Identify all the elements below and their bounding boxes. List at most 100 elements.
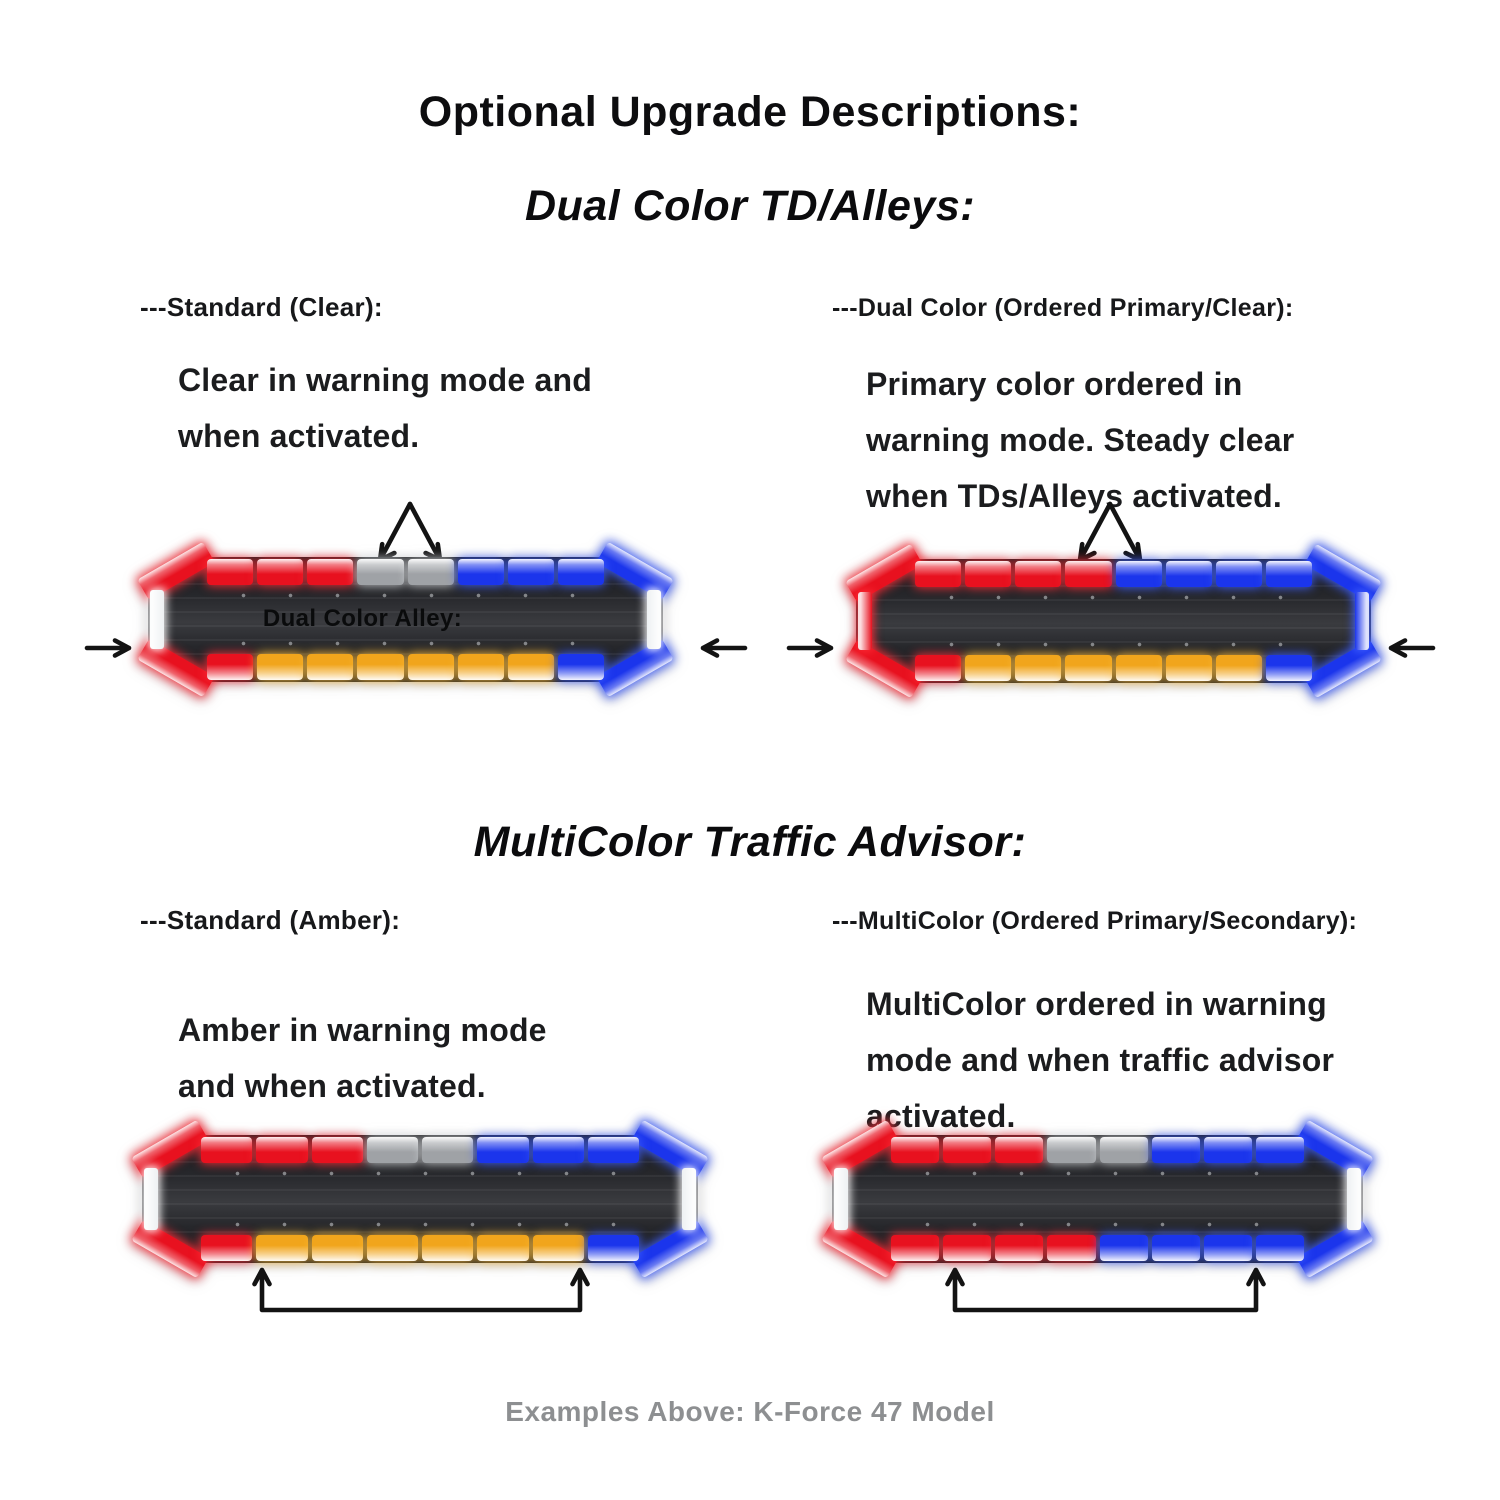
led-module-blue [1215,561,1262,587]
led-module-white [834,1168,848,1230]
led-module-blue [1151,1235,1200,1261]
section-heading-multicolor-traffic-advisor: MultiColor Traffic Advisor: [473,818,1027,866]
led-module-red [915,655,962,681]
led-module-amber [965,655,1012,681]
led-module-red [207,654,254,680]
led-module-red [943,1137,992,1163]
led-module-red [201,1137,253,1163]
led-module-blue [477,1137,529,1163]
led-module-red [965,561,1012,587]
led-module-blue [1203,1137,1252,1163]
led-module-blue [1151,1137,1200,1163]
led-module-white [144,1168,158,1230]
front-warning-leds [889,1137,1306,1163]
rear-traffic-advisor-leds [199,1235,641,1261]
led-module-amber [1015,655,1062,681]
led-module-blue [587,1137,639,1163]
left-arrow-right-bar [1386,628,1436,668]
housing-rivets [214,1171,626,1176]
led-module-blue [1265,561,1312,587]
led-module-blue [1165,561,1212,587]
led-module-blue [1099,1235,1148,1261]
led-module-blue [1355,592,1369,650]
housing-rivets [220,593,591,598]
led-module-blue [1115,561,1162,587]
housing-rivets [220,641,591,646]
led-module-white [1347,1168,1361,1230]
led-module-blue [587,1235,639,1261]
led-module-red [207,559,254,585]
description-multicolor-ordered: MultiColor ordered in warning mode and w… [866,986,1335,1134]
led-module-white [682,1168,696,1230]
led-module-red [307,559,354,585]
led-module-red [891,1235,940,1261]
left-arrow-left-bar [698,628,748,668]
led-module-amber [532,1235,584,1261]
led-module-clear [357,559,404,585]
page-title: Optional Upgrade Descriptions: [418,88,1082,136]
led-module-red [257,559,304,585]
led-module-clear [366,1137,418,1163]
led-module-amber [1065,655,1112,681]
led-module-red [1065,561,1112,587]
led-module-blue [1265,655,1312,681]
led-module-clear [422,1137,474,1163]
right-arrow-right-bar [786,628,836,668]
led-module-clear [1047,1137,1096,1163]
description-standard-clear: Clear in warning mode and when activated… [178,362,592,454]
led-module-blue [557,654,604,680]
housing-rivets [214,1222,626,1227]
led-module-blue [507,559,554,585]
lightbar-standard-amber [131,1119,709,1279]
lightbar-standard-clear: Dual Color Alley: [137,541,674,698]
led-module-blue [457,559,504,585]
led-module-blue [532,1137,584,1163]
dual-color-alley-label: Dual Color Alley: [262,604,463,632]
led-module-amber [507,654,554,680]
led-module-amber [407,654,454,680]
led-module-red [858,592,872,650]
led-module-red [1015,561,1062,587]
led-module-red [995,1235,1044,1261]
led-module-amber [1165,655,1212,681]
section-heading-dual-color-td-alleys: Dual Color TD/Alleys: [524,182,976,230]
led-module-blue [1255,1137,1304,1163]
traffic-advisor-bracket-right-bar [933,1264,1278,1316]
led-module-amber [477,1235,529,1261]
led-module-red [891,1137,940,1163]
description-dual-color-ordered: Primary color ordered in warning mode. S… [866,366,1295,514]
front-warning-leds [205,559,606,585]
rear-traffic-advisor-leds [205,654,606,680]
led-module-white [150,590,164,649]
traffic-advisor-bracket-left-bar [240,1264,602,1316]
led-module-red [995,1137,1044,1163]
led-module-amber [256,1235,308,1261]
led-module-white [647,590,661,649]
housing-rivets [928,595,1299,600]
label-multicolor-ordered: ---MultiColor (Ordered Primary/Secondary… [832,907,1358,935]
led-module-red [915,561,962,587]
label-standard-clear: ---Standard (Clear): [140,292,383,322]
led-module-amber [1215,655,1262,681]
housing-rivets [904,1171,1291,1176]
led-module-blue [1255,1235,1304,1261]
led-module-amber [1115,655,1162,681]
label-standard-amber: ---Standard (Amber): [140,905,401,935]
led-module-amber [257,654,304,680]
rear-traffic-advisor-leds [889,1235,1306,1261]
led-module-blue [1203,1235,1252,1261]
led-module-amber [422,1235,474,1261]
led-module-amber [457,654,504,680]
led-module-amber [366,1235,418,1261]
led-module-red [201,1235,253,1261]
led-module-red [311,1137,363,1163]
housing-rivets [928,642,1299,647]
led-module-blue [557,559,604,585]
label-dual-color-ordered: ---Dual Color (Ordered Primary/Clear): [832,294,1294,322]
front-warning-leds [199,1137,641,1163]
down-vee-arrows-right-bar [1072,498,1148,568]
led-module-red [256,1137,308,1163]
led-module-clear [1099,1137,1148,1163]
led-module-amber [307,654,354,680]
